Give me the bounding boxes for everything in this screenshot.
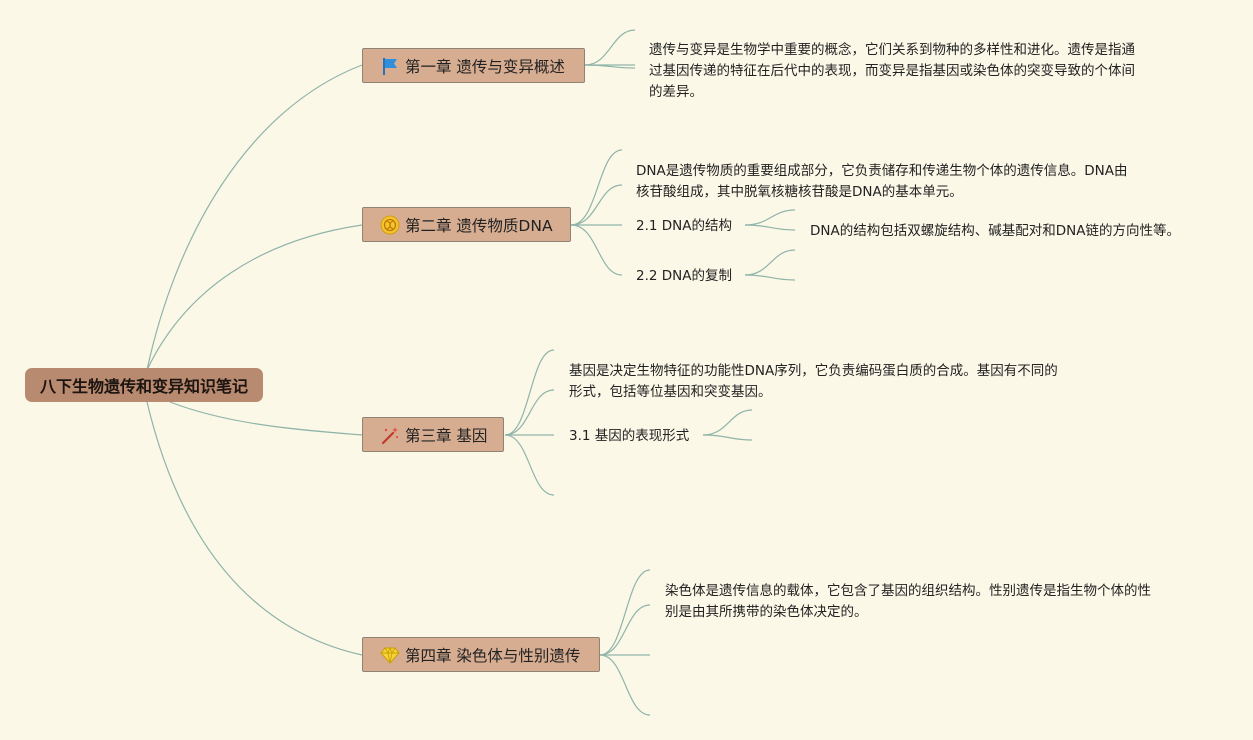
section-2-1-label[interactable]: 2.1 DNA的结构 <box>636 218 732 234</box>
magic-wand-icon <box>379 424 401 446</box>
chapter-1-note[interactable]: 遗传与变异是生物学中重要的概念，它们关系到物种的多样性和进化。遗传是指通过基因传… <box>649 42 1135 100</box>
diamond-icon <box>379 644 401 666</box>
connector-root-ch1 <box>146 64 363 371</box>
chapter-1-topic[interactable]: 第一章 遗传与变异概述 <box>362 48 585 83</box>
chapter-2-label: 第二章 遗传物质DNA <box>405 216 553 235</box>
section-2-1-detail[interactable]: DNA的结构包括双螺旋结构、碱基配对和DNA链的方向性等。 <box>810 223 1180 239</box>
connector-ch2-sec2 <box>570 224 623 276</box>
flag-icon <box>379 55 401 77</box>
section-2-2-label[interactable]: 2.2 DNA的复制 <box>636 268 732 284</box>
chapter-1-label: 第一章 遗传与变异概述 <box>405 57 565 76</box>
connector-ch2-note <box>570 149 623 226</box>
chapter-3-label: 第三章 基因 <box>405 426 488 445</box>
chapter-2-note[interactable]: DNA是遗传物质的重要组成部分，它负责储存和传递生物个体的遗传信息。DNA由核苷… <box>636 163 1128 200</box>
connector-root-ch2 <box>146 224 363 371</box>
connector-ch4-note <box>599 569 651 656</box>
dna-badge-icon <box>379 214 401 236</box>
root-topic[interactable]: 八下生物遗传和变异知识笔记 <box>25 368 263 402</box>
chapter-4-label: 第四章 染色体与性别遗传 <box>405 646 581 665</box>
connector-ch1-note <box>584 29 636 66</box>
section-3-1-label[interactable]: 3.1 基因的表现形式 <box>569 428 690 444</box>
chapter-2-topic[interactable]: 第二章 遗传物质DNA <box>362 207 571 242</box>
root-topic-label: 八下生物遗传和变异知识笔记 <box>39 377 248 396</box>
chapter-3-topic[interactable]: 第三章 基因 <box>362 417 504 452</box>
connector-root-ch3 <box>169 401 363 436</box>
connector-root-ch4 <box>146 401 363 656</box>
chapter-4-note[interactable]: 染色体是遗传信息的载体，它包含了基因的组织结构。性别遗传是指生物个体的性别是由其… <box>665 583 1151 620</box>
chapter-3-note[interactable]: 基因是决定生物特征的功能性DNA序列，它负责编码蛋白质的合成。基因有不同的形式，… <box>569 363 1058 400</box>
chapter-4-topic[interactable]: 第四章 染色体与性别遗传 <box>362 637 600 672</box>
connector-ch3-note <box>504 349 555 436</box>
